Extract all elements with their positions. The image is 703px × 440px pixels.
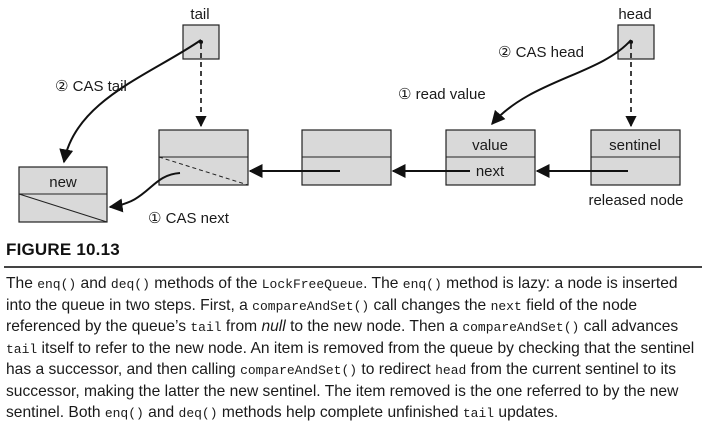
caption-fragment: field of the node referenced by the queu… <box>6 296 638 336</box>
cas-tail-label: ② CAS tail <box>55 78 127 95</box>
node-value: value next <box>445 129 536 186</box>
code-next: next <box>490 298 522 314</box>
node-new-label: new <box>49 174 77 191</box>
code-compareandset: compareAndSet() <box>252 298 370 314</box>
code-tail: tail <box>6 341 38 357</box>
node-value-label: value <box>472 137 508 154</box>
caption-text: The enq() and deq() methods of the LockF… <box>6 274 700 424</box>
code-head: head <box>435 363 467 379</box>
caption-fragment: and <box>143 403 179 421</box>
cas-tail-arrow <box>59 39 202 164</box>
node-next-label: next <box>476 163 505 180</box>
head-label: head <box>618 6 651 23</box>
figure-title: FIGURE 10.13 <box>6 240 120 259</box>
code-enq: enq() <box>37 277 77 292</box>
code-lockfreequeue: LockFreeQueue <box>261 277 364 292</box>
caption-fragment: call advances <box>579 318 679 336</box>
caption-fragment: itself to refer to the new node. An item… <box>6 339 695 379</box>
node-new: new <box>18 166 108 223</box>
node-tail <box>158 129 249 186</box>
italic-null: null <box>261 318 286 336</box>
released-node-label: released node <box>588 192 683 209</box>
code-deq: deq() <box>110 277 150 292</box>
caption-fragment: and <box>76 275 111 292</box>
caption-fragment: to the new node. Then a <box>285 318 463 336</box>
caption-rule <box>4 266 702 268</box>
caption-fragment: methods help complete unfinished <box>217 403 463 421</box>
caption-fragment: from <box>221 318 262 336</box>
cas-head-arrow <box>491 39 632 126</box>
caption-fragment: to redirect <box>357 361 436 379</box>
lock-free-queue-diagram: tail head ② CAS head ① read value ② CAS … <box>18 6 684 227</box>
node-middle <box>301 129 392 186</box>
code-compareandset: compareAndSet() <box>462 320 580 336</box>
code-deq: deq() <box>178 405 218 421</box>
read-value-label: ① read value <box>398 86 486 103</box>
node-sentinel: sentinel <box>590 129 681 186</box>
figure-caption: FIGURE 10.13 The enq() and deq() methods… <box>4 240 702 424</box>
node-sentinel-label: sentinel <box>609 137 661 154</box>
code-tail: tail <box>190 320 222 336</box>
code-enq: enq() <box>402 277 442 292</box>
code-compareandset: compareAndSet() <box>240 363 358 379</box>
cas-head-label: ② CAS head <box>498 44 584 61</box>
caption-fragment: The <box>6 275 38 292</box>
caption-fragment: methods of the <box>149 275 262 292</box>
cas-next-label: ① CAS next <box>148 210 230 227</box>
caption-fragment: updates. <box>494 403 559 421</box>
caption-fragment: call changes the <box>369 296 491 314</box>
caption-fragment: from the current sentinel to its success… <box>6 361 679 421</box>
cas-next-arrow <box>108 172 181 213</box>
caption-fragment: method is lazy: a node is inserted into … <box>6 275 678 314</box>
caption-fragment: . The <box>363 275 403 292</box>
tail-label: tail <box>190 6 209 23</box>
head-pointer-box <box>617 24 655 60</box>
code-tail: tail <box>462 405 495 421</box>
code-enq: enq() <box>104 405 144 421</box>
